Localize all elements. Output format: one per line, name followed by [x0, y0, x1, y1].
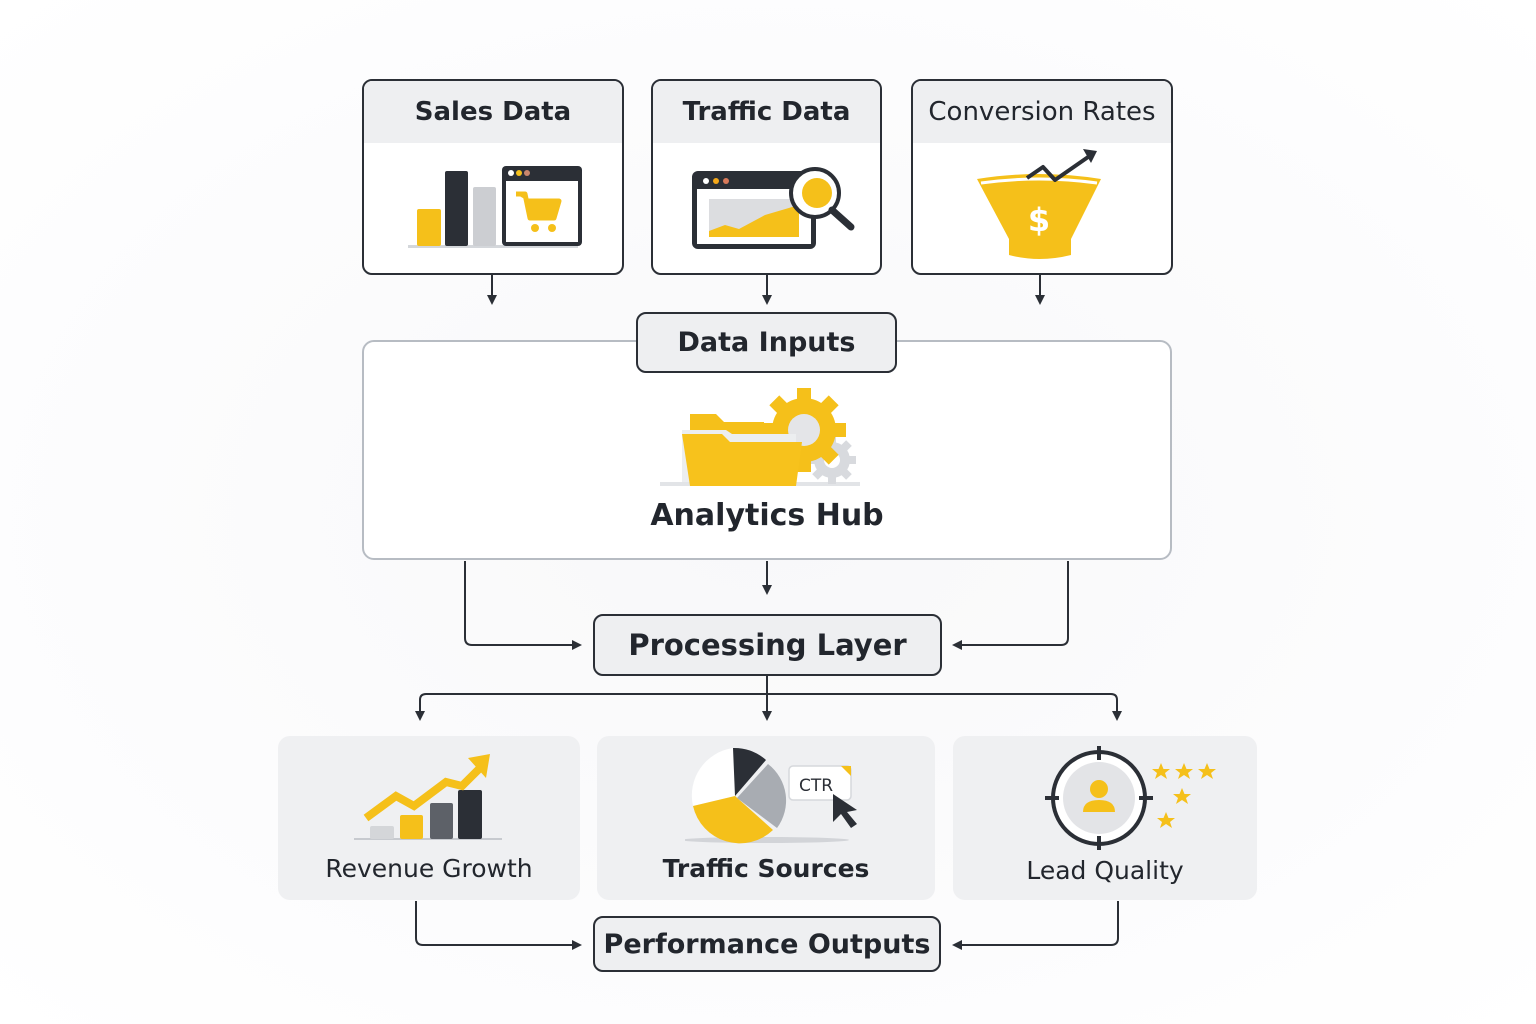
ctr-badge: CTR: [799, 776, 833, 796]
hub-title: Analytics Hub: [650, 498, 884, 533]
arrow-revenue-to-performance: [415, 901, 582, 950]
card-sales-data[interactable]: Sales Data: [362, 79, 624, 275]
growth-chart-icon: [354, 754, 502, 840]
output-title: Revenue Growth: [325, 854, 533, 883]
card-traffic-sources[interactable]: CTR Traffic Sources: [597, 736, 935, 900]
card-conversion-rates[interactable]: Conversion Rates $: [911, 79, 1173, 275]
svg-text:$: $: [1028, 201, 1050, 239]
output-title: Lead Quality: [1026, 856, 1184, 885]
processing-layer-box[interactable]: Processing Layer: [593, 614, 942, 676]
arrow-processing-to-outputs: [419, 693, 1118, 717]
data-inputs-label[interactable]: Data Inputs: [636, 312, 897, 373]
card-lead-quality[interactable]: Lead Quality: [953, 736, 1257, 900]
output-title: Traffic Sources: [662, 854, 870, 883]
arrow-lead-to-performance: [952, 901, 1119, 950]
card-traffic-data[interactable]: Traffic Data: [651, 79, 882, 275]
card-title: Traffic Data: [653, 81, 880, 143]
analytics-hub-panel[interactable]: Analytics Hub: [362, 340, 1172, 560]
browser-magnifier-icon: [692, 167, 855, 249]
card-revenue-growth[interactable]: Revenue Growth: [278, 736, 580, 900]
card-title: Sales Data: [364, 81, 622, 143]
arrow-hub-left-to-processing: [464, 561, 582, 650]
target-user-stars-icon: [1045, 746, 1216, 850]
folder-gear-icon: [660, 388, 860, 486]
performance-outputs-box[interactable]: Performance Outputs: [593, 916, 941, 972]
bar-chart-cart-icon: [408, 166, 582, 248]
card-title: Conversion Rates: [913, 81, 1171, 143]
pie-ctr-icon: CTR: [685, 747, 857, 844]
arrow-hub-right-to-processing: [952, 561, 1069, 650]
funnel-dollar-icon: $: [977, 149, 1101, 259]
